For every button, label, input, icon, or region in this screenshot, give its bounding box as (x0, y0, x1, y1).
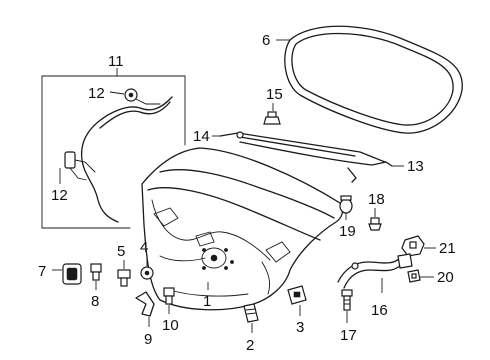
bumper-2 (243, 303, 259, 323)
leader-12a (109, 91, 125, 95)
bracket-21 (401, 235, 425, 257)
callout-8: 8 (91, 293, 99, 310)
bumper-19 (339, 195, 353, 214)
callout-3: 3 (296, 319, 304, 336)
torsion-rod-14 (219, 131, 386, 163)
callout-12a: 12 (88, 85, 105, 102)
callout-14: 14 (193, 128, 210, 145)
clip-8 (90, 263, 102, 281)
torsion-rod-13 (239, 141, 393, 183)
callout-2: 2 (246, 337, 254, 354)
callout-19: 19 (339, 223, 356, 240)
emblem-mount (201, 247, 234, 270)
opener-cable (64, 88, 173, 223)
trunk-lid (141, 147, 344, 311)
callout-6: 6 (262, 32, 270, 49)
lock-3 (287, 285, 307, 305)
callout-11: 11 (108, 53, 124, 70)
bolt-18 (368, 217, 382, 231)
cable-box (41, 75, 186, 229)
callout-10: 10 (162, 317, 179, 334)
cable-grommet (64, 151, 76, 169)
callout-17: 17 (340, 327, 357, 344)
grommet-10 (163, 287, 175, 305)
weatherstrip-seal (284, 25, 463, 134)
callout-13: 13 (407, 158, 424, 175)
callout-15: 15 (266, 86, 283, 103)
bumper-15 (263, 111, 281, 125)
hose-9 (135, 291, 155, 317)
callout-9: 9 (144, 331, 152, 348)
clip-20 (407, 269, 421, 283)
screw-5 (117, 269, 131, 287)
hinge-16 (337, 253, 413, 289)
callout-21: 21 (439, 240, 456, 257)
callout-4: 4 (140, 239, 148, 256)
callout-16: 16 (371, 302, 388, 319)
switch-7 (62, 263, 82, 285)
callout-12b: 12 (51, 187, 68, 204)
callout-20: 20 (437, 269, 454, 286)
callout-7: 7 (38, 263, 46, 280)
bolt-17 (341, 289, 353, 311)
nut-4 (140, 266, 154, 280)
callout-18: 18 (368, 191, 385, 208)
callout-1: 1 (203, 293, 211, 310)
callout-5: 5 (117, 243, 125, 260)
